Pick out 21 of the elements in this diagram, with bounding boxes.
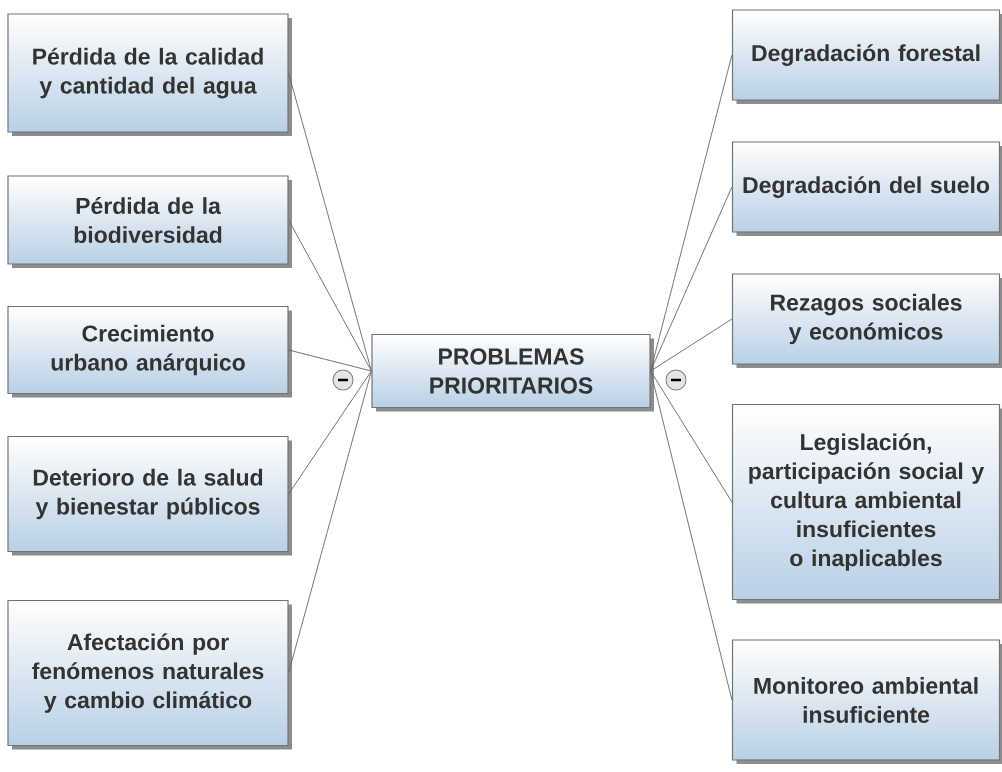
subtopic-box: Pérdida de la biodiversidad: [7, 175, 292, 268]
topic-box: PROBLEMAS PRIORITARIOS: [371, 333, 654, 412]
connector-line: [650, 54, 733, 372]
connector-line: [288, 370, 372, 495]
subtopic-box: Legislación, participación social y cultura ambiental insuficientes o inaplicables: [731, 403, 1002, 604]
subtopic-box: Monitoreo ambiental insuficiente: [731, 639, 1002, 764]
connector-line: [650, 370, 733, 503]
connector-line: [288, 370, 372, 674]
connector-line: [650, 186, 733, 372]
connector-line: [288, 72, 372, 372]
connector-line: [288, 219, 372, 372]
connector-line: [650, 370, 733, 701]
subtopic-box: Pérdida de la calidad y cantidad del agua: [7, 13, 292, 136]
subtopic-box: Degradación del suelo: [731, 141, 1002, 236]
connector-line: [650, 318, 733, 372]
subtopic-box: Afectación por fenómenos naturales y cambio climático: [7, 599, 292, 750]
subtopic-box: Rezagos sociales y económicos: [731, 273, 1002, 368]
subtopic-box: Degradación forestal: [731, 9, 1002, 104]
subtopic-box: Crecimiento urbano anárquico: [7, 305, 292, 398]
subtopic-box: Deterioro de la salud y bienestar públicos: [7, 435, 292, 556]
connector-line: [288, 349, 372, 372]
